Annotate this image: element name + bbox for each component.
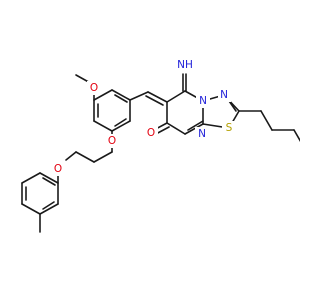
imine-nh-label: NH: [177, 59, 193, 71]
thiadiazole-nitrogen-label: N: [220, 89, 228, 101]
carbonyl-oxygen-label: O: [147, 127, 155, 139]
bond-layer: [21, 73, 300, 233]
label-mask-layer: [51, 58, 236, 176]
ring-nitrogen-label: N: [199, 95, 207, 107]
sulfur-label: S: [226, 122, 233, 134]
pyrimidine-nitrogen-label: N: [198, 128, 206, 140]
ether-oxygen-2-label: O: [54, 163, 62, 175]
atom-label-layer: NH N N S N O O O O: [54, 59, 233, 175]
molecule-structure: NH N N S N O O O O: [21, 58, 300, 233]
methoxy-oxygen-label: O: [90, 82, 98, 94]
molecule-canvas: NH N N S N O O O O: [21, 58, 300, 233]
ether-oxygen-1-label: O: [108, 135, 116, 147]
